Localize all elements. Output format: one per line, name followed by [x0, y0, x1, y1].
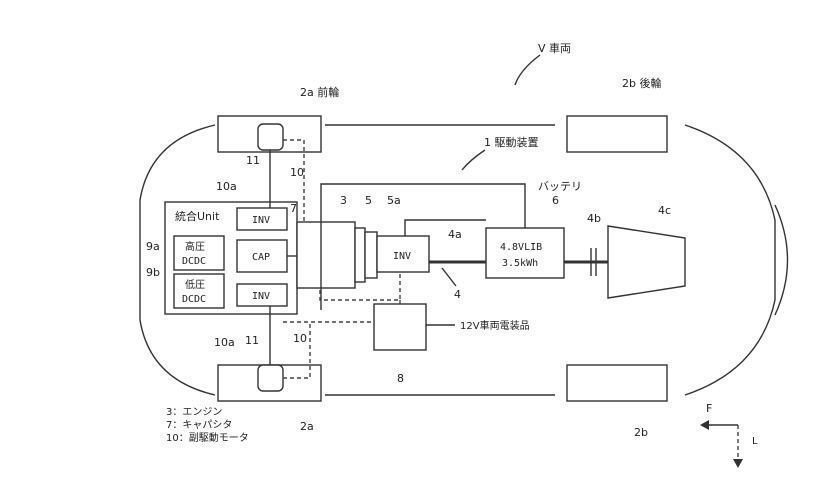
signal-line-mid — [319, 272, 401, 301]
ref-10-top: 10 — [290, 166, 304, 179]
inv-bottom-label: INV — [252, 291, 270, 302]
rear-wheel-bottom-label: 2b — [634, 426, 648, 439]
vehicle-label: V 車両 — [538, 41, 571, 55]
accessories-label: 12V車両電装品 — [460, 319, 530, 332]
integrated-unit-label: 統合Unit — [175, 209, 220, 223]
battery-box — [485, 227, 565, 279]
legend-line-1: 3：エンジン — [166, 407, 222, 418]
direction-f-arrowhead — [700, 420, 709, 430]
battery-label: バッテリ — [538, 180, 582, 193]
ref-5: 5 — [365, 194, 372, 207]
cap-label: CAP — [252, 252, 270, 263]
rear-wheel-bottom — [566, 364, 668, 402]
lv-dcdc-label-1: 低圧 — [185, 278, 205, 291]
ref-4c: 4c — [658, 204, 671, 217]
rear-wheel-top — [566, 115, 668, 153]
engine-flange — [354, 227, 366, 283]
ref-8: 8 — [397, 372, 404, 385]
sub-motor-top — [257, 123, 284, 151]
rear-arc — [774, 204, 789, 316]
ref-10a-top: 10a — [216, 180, 237, 193]
drive-unit-label: 1 駆動装置 — [484, 135, 539, 149]
ref-11-top: 11 — [246, 154, 260, 167]
rear-wheel-top-label: 2b 後輪 — [622, 76, 661, 90]
ref-4: 4 — [454, 288, 461, 301]
ref-3: 3 — [340, 194, 347, 207]
ref-4a: 4a — [448, 228, 462, 241]
battery-spec-1: 4.8VLIB — [500, 242, 542, 253]
cap-box — [236, 239, 288, 273]
legend-line-2: 7：キャパシタ — [166, 419, 232, 431]
main-inv-box — [376, 235, 430, 273]
direction-f-label: F — [706, 402, 712, 415]
ref-5a: 5a — [387, 194, 401, 207]
front-wheel-top-label: 2a 前輪 — [300, 85, 339, 99]
ref-10-bottom: 10 — [293, 332, 307, 345]
lv-dcdc-label-2: DCDC — [182, 294, 206, 305]
legend-line-3: 10：副駆動モータ — [166, 431, 249, 444]
signal-line-top — [283, 139, 305, 222]
front-wheel-bottom-label: 2a — [300, 420, 314, 433]
inv-box-bottom — [236, 283, 288, 307]
vehicle-body-outline — [139, 124, 776, 396]
shaft-4-leader — [441, 267, 457, 287]
module-8-box — [373, 303, 427, 351]
ref-9b: 9b — [146, 266, 160, 279]
inv-box-top — [236, 207, 288, 231]
lv-dcdc-box — [173, 273, 225, 309]
direction-l-label: L — [752, 436, 758, 447]
hv-dcdc-label-1: 高圧 — [185, 240, 205, 253]
direction-l-arrowhead — [733, 459, 743, 468]
sub-motor-bottom — [257, 364, 284, 392]
main-inv-label: INV — [393, 251, 411, 262]
ref-10a-bottom: 10a — [214, 336, 235, 349]
battery-spec-2: 3.5kWh — [502, 258, 538, 269]
drive-leader-arrow — [461, 149, 486, 171]
hv-dcdc-box — [173, 235, 225, 271]
ref-11-bottom: 11 — [245, 334, 259, 347]
vehicle-leader-arrow — [514, 54, 541, 86]
wire-inv-battery — [404, 219, 486, 236]
hv-dcdc-label-2: DCDC — [182, 256, 206, 267]
wire-drive-loop — [320, 183, 526, 310]
inv-top-label: INV — [252, 215, 270, 226]
transmission-shape — [607, 225, 686, 299]
engine-box — [296, 221, 356, 289]
signal-line-bottom2 — [283, 322, 311, 379]
ref-7: 7 — [290, 202, 297, 215]
ref-9a: 9a — [146, 240, 160, 253]
ref-4b: 4b — [587, 212, 601, 225]
gen-box — [364, 231, 378, 279]
ref-6: 6 — [552, 194, 559, 207]
